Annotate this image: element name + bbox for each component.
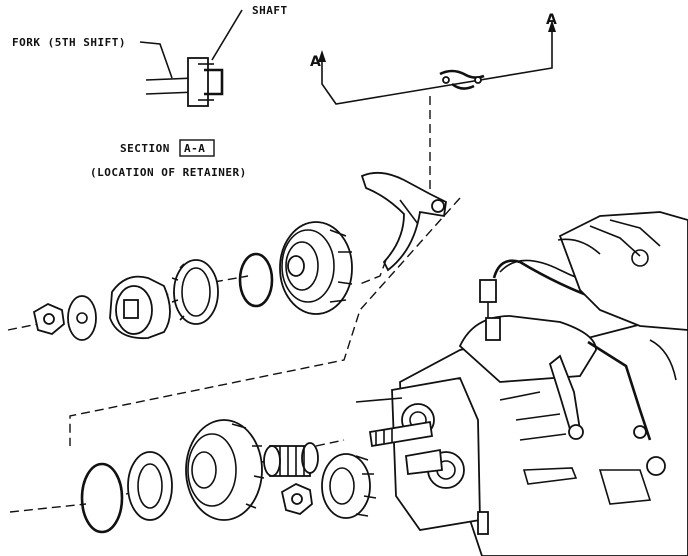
leader-dashed-main bbox=[69, 197, 461, 446]
shift-fork bbox=[360, 171, 447, 272]
retainer-clip bbox=[204, 68, 224, 96]
arrow-left-label: A bbox=[310, 54, 321, 70]
section-inset: SHAFT FORK (5TH SHIFT) SECTION A-A (LOCA… bbox=[12, 4, 288, 179]
section-id-box bbox=[179, 139, 215, 157]
snap-ring-upper bbox=[238, 252, 274, 308]
fork-leader bbox=[139, 41, 173, 79]
location-label: (LOCATION OF RETAINER) bbox=[90, 166, 247, 179]
transmission-case bbox=[355, 211, 688, 556]
upper-parts-row bbox=[7, 221, 353, 341]
fork-label: FORK (5TH SHIFT) bbox=[12, 36, 126, 49]
arrow-right-icon bbox=[548, 20, 556, 32]
fifth-gear bbox=[279, 221, 353, 315]
section-plane: A A bbox=[310, 12, 557, 196]
leader-dashed-fork bbox=[359, 259, 387, 285]
snap-ring-lower bbox=[80, 462, 124, 534]
blocker-ring-lower bbox=[127, 451, 173, 521]
nut-lower bbox=[280, 482, 313, 515]
shaft-leader bbox=[211, 9, 243, 61]
washer-upper bbox=[67, 295, 97, 341]
section-label: SECTION bbox=[120, 142, 170, 155]
shaft-label: SHAFT bbox=[252, 4, 288, 17]
shaft-shape bbox=[187, 57, 209, 107]
synchro-sleeve bbox=[109, 275, 171, 340]
blocker-ring bbox=[171, 259, 219, 325]
lower-gear bbox=[185, 419, 265, 521]
lower-parts-row bbox=[9, 419, 399, 534]
section-id: A-A bbox=[184, 142, 205, 155]
needle-bearing bbox=[263, 442, 319, 477]
small-gear bbox=[321, 453, 377, 519]
nut-upper bbox=[32, 302, 65, 335]
arrow-left-icon bbox=[318, 50, 326, 62]
arrow-right-label: A bbox=[546, 12, 557, 28]
